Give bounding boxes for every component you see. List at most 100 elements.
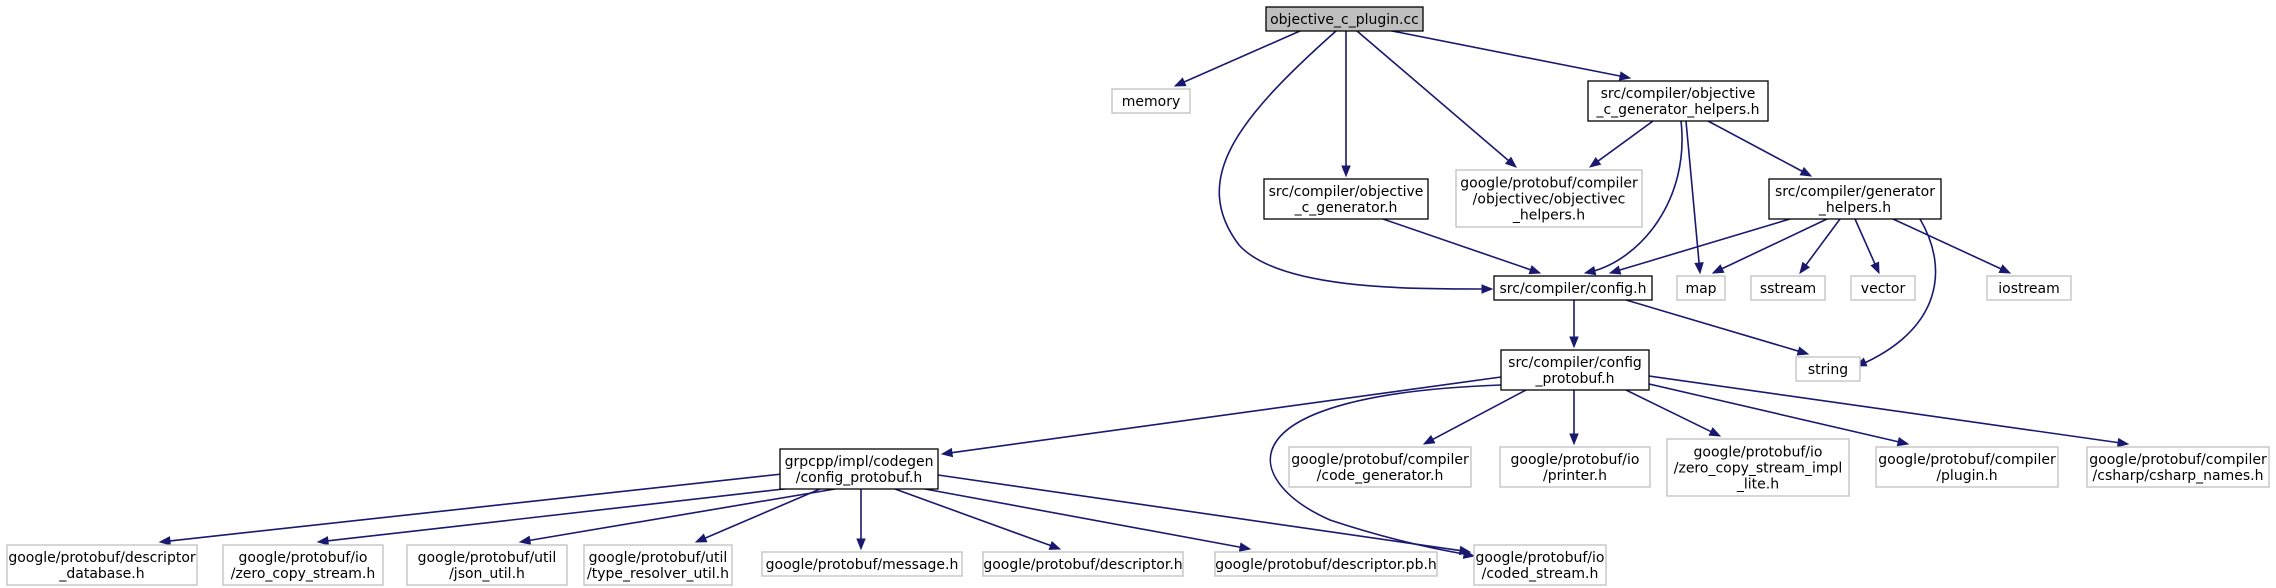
- node-label-line: google/protobuf/io: [1694, 445, 1823, 461]
- node-label-line: map: [1685, 281, 1716, 297]
- node-box: [2086, 446, 2270, 488]
- node-label-line: /csharp/csharp_names.h: [2093, 468, 2264, 484]
- edge-gen_helpers-to-vector: [1854, 218, 1880, 275]
- edge-root-to-config: [1218, 30, 1494, 294]
- node-coded-stream: google/protobuf/io/coded_stream.h: [1473, 544, 1607, 586]
- arrowhead: [1796, 346, 1810, 356]
- node-string: string: [1795, 356, 1861, 382]
- node-label-line: google/protobuf/io: [1476, 550, 1605, 566]
- node-box: [1676, 275, 1726, 301]
- node-zcs-impl-lite: google/protobuf/io/zero_copy_stream_impl…: [1666, 438, 1850, 497]
- edge-grpc_config_pb-to-descriptor: [894, 488, 1062, 550]
- node-config-pb[interactable]: src/compiler/config_protobuf.h: [1500, 349, 1650, 391]
- node-box: [1500, 349, 1650, 391]
- arrowhead: [1799, 166, 1813, 177]
- edge-root-to-objc_helpers_pb: [1356, 30, 1518, 168]
- node-box: [761, 551, 963, 577]
- node-label-line: google/protobuf/io: [1511, 452, 1640, 468]
- node-label-line: sstream: [1760, 281, 1816, 297]
- edge-gen_helpers-to-iostream: [1892, 218, 2012, 274]
- node-label-line: /zero_copy_stream.h: [231, 566, 376, 582]
- node-box: [1265, 6, 1424, 32]
- arrowhead: [1998, 264, 2012, 274]
- node-label-line: objective_c_plugin.cc: [1270, 12, 1419, 28]
- node-label-line: grpcpp/impl/codegen: [785, 454, 934, 470]
- node-grpc-config-pb[interactable]: grpcpp/impl/codegen/config_protobuf.h: [779, 448, 939, 490]
- node-box: [1768, 178, 1942, 220]
- node-zcs: google/protobuf/io/zero_copy_stream.h: [222, 544, 384, 586]
- node-descriptor: google/protobuf/descriptor.h: [982, 551, 1184, 577]
- edge-objc_gen_helpers-to-gen_helpers: [1707, 120, 1813, 177]
- node-root[interactable]: objective_c_plugin.cc: [1265, 6, 1424, 32]
- node-objc-gen-helpers[interactable]: src/compiler/objective_c_generator_helpe…: [1587, 80, 1769, 122]
- edge-config_pb-to-plugin: [1648, 383, 1910, 447]
- node-code-gen: google/protobuf/compiler/code_generator.…: [1288, 446, 1472, 488]
- arrowhead: [1238, 542, 1252, 552]
- node-box: [222, 544, 384, 586]
- arrowhead: [1048, 540, 1062, 550]
- arrowhead: [1708, 427, 1722, 437]
- node-label-line: google/protobuf/util: [418, 550, 557, 566]
- node-label-line: src/compiler/generator: [1775, 184, 1935, 200]
- node-label-line: /zero_copy_stream_impl: [1674, 461, 1843, 477]
- node-label-line: src/compiler/objective: [1269, 184, 1424, 200]
- node-box: [406, 544, 568, 586]
- node-box: [1986, 275, 2072, 301]
- node-plugin: google/protobuf/compiler/plugin.h: [1875, 446, 2059, 488]
- node-label-line: vector: [1861, 281, 1906, 297]
- node-label-line: src/compiler/objective: [1601, 86, 1756, 102]
- node-box: [1455, 169, 1643, 228]
- node-label-line: google/protobuf/descriptor.h: [983, 557, 1182, 573]
- node-box: [1850, 275, 1916, 301]
- edge-grpc_config_pb-to-coded_stream: [937, 474, 1472, 556]
- node-label-line: google/protobuf/util: [589, 550, 728, 566]
- node-objc-helpers-pb: google/protobuf/compiler/objectivec/obje…: [1455, 169, 1643, 228]
- arrowhead: [856, 538, 866, 551]
- node-sstream: sstream: [1750, 275, 1826, 301]
- arrowhead: [1711, 264, 1725, 274]
- arrowhead: [1870, 261, 1880, 275]
- node-label-line: iostream: [1998, 281, 2060, 297]
- node-box: [1750, 275, 1826, 301]
- edge-gen_helpers-to-config: [1608, 218, 1791, 275]
- edge-gen_helpers-to-sstream: [1799, 218, 1841, 275]
- node-label-line: /json_util.h: [449, 566, 525, 582]
- node-box: [1493, 275, 1653, 301]
- arrowhead: [1583, 265, 1597, 276]
- node-box: [1288, 446, 1472, 488]
- edge-grpc_config_pb-to-type_resolver: [694, 488, 821, 543]
- node-box: [1666, 438, 1850, 497]
- arrowhead: [1504, 156, 1518, 168]
- node-label-line: google/protobuf/compiler: [1460, 176, 1638, 192]
- node-gen-helpers[interactable]: src/compiler/generator_helpers.h: [1768, 178, 1942, 220]
- edge-root-to-objc_gen_helpers: [1391, 30, 1632, 81]
- node-label-line: src/compiler/config.h: [1500, 281, 1647, 297]
- node-descriptor-pb: google/protobuf/descriptor.pb.h: [1214, 551, 1438, 577]
- node-label-line: _c_generator.h: [1294, 200, 1398, 216]
- node-box: [779, 448, 939, 490]
- node-box: [1587, 80, 1769, 122]
- node-label-line: google/protobuf/compiler: [1291, 452, 1469, 468]
- node-label-line: string: [1808, 362, 1848, 378]
- edge-objc_gen-to-config: [1382, 218, 1542, 275]
- arrowhead: [1799, 261, 1811, 275]
- node-objc-gen[interactable]: src/compiler/objective_c_generator.h: [1263, 178, 1429, 220]
- node-label-line: google/protobuf/io: [239, 550, 368, 566]
- node-label-line: /code_generator.h: [1317, 468, 1444, 484]
- node-label-line: google/protobuf/descriptor.pb.h: [1215, 557, 1437, 573]
- node-label-line: _lite.h: [1736, 477, 1779, 493]
- edge-objc_gen_helpers-to-objc_helpers_pb: [1588, 120, 1654, 168]
- node-box: [6, 544, 198, 586]
- arrowhead: [1481, 284, 1494, 294]
- node-box: [1875, 446, 2059, 488]
- arrowhead: [158, 536, 171, 546]
- node-box: [1263, 178, 1429, 220]
- arrowhead: [694, 533, 708, 543]
- node-config[interactable]: src/compiler/config.h: [1493, 275, 1653, 301]
- edge-objc_gen_helpers-to-config: [1583, 120, 1683, 276]
- edge-root-to-objc_gen: [1341, 31, 1351, 178]
- node-json-util: google/protobuf/util/json_util.h: [406, 544, 568, 586]
- node-label-line: google/protobuf/compiler: [2089, 452, 2267, 468]
- edge-grpc_config_pb-to-desc_db: [158, 473, 783, 546]
- node-map: map: [1676, 275, 1726, 301]
